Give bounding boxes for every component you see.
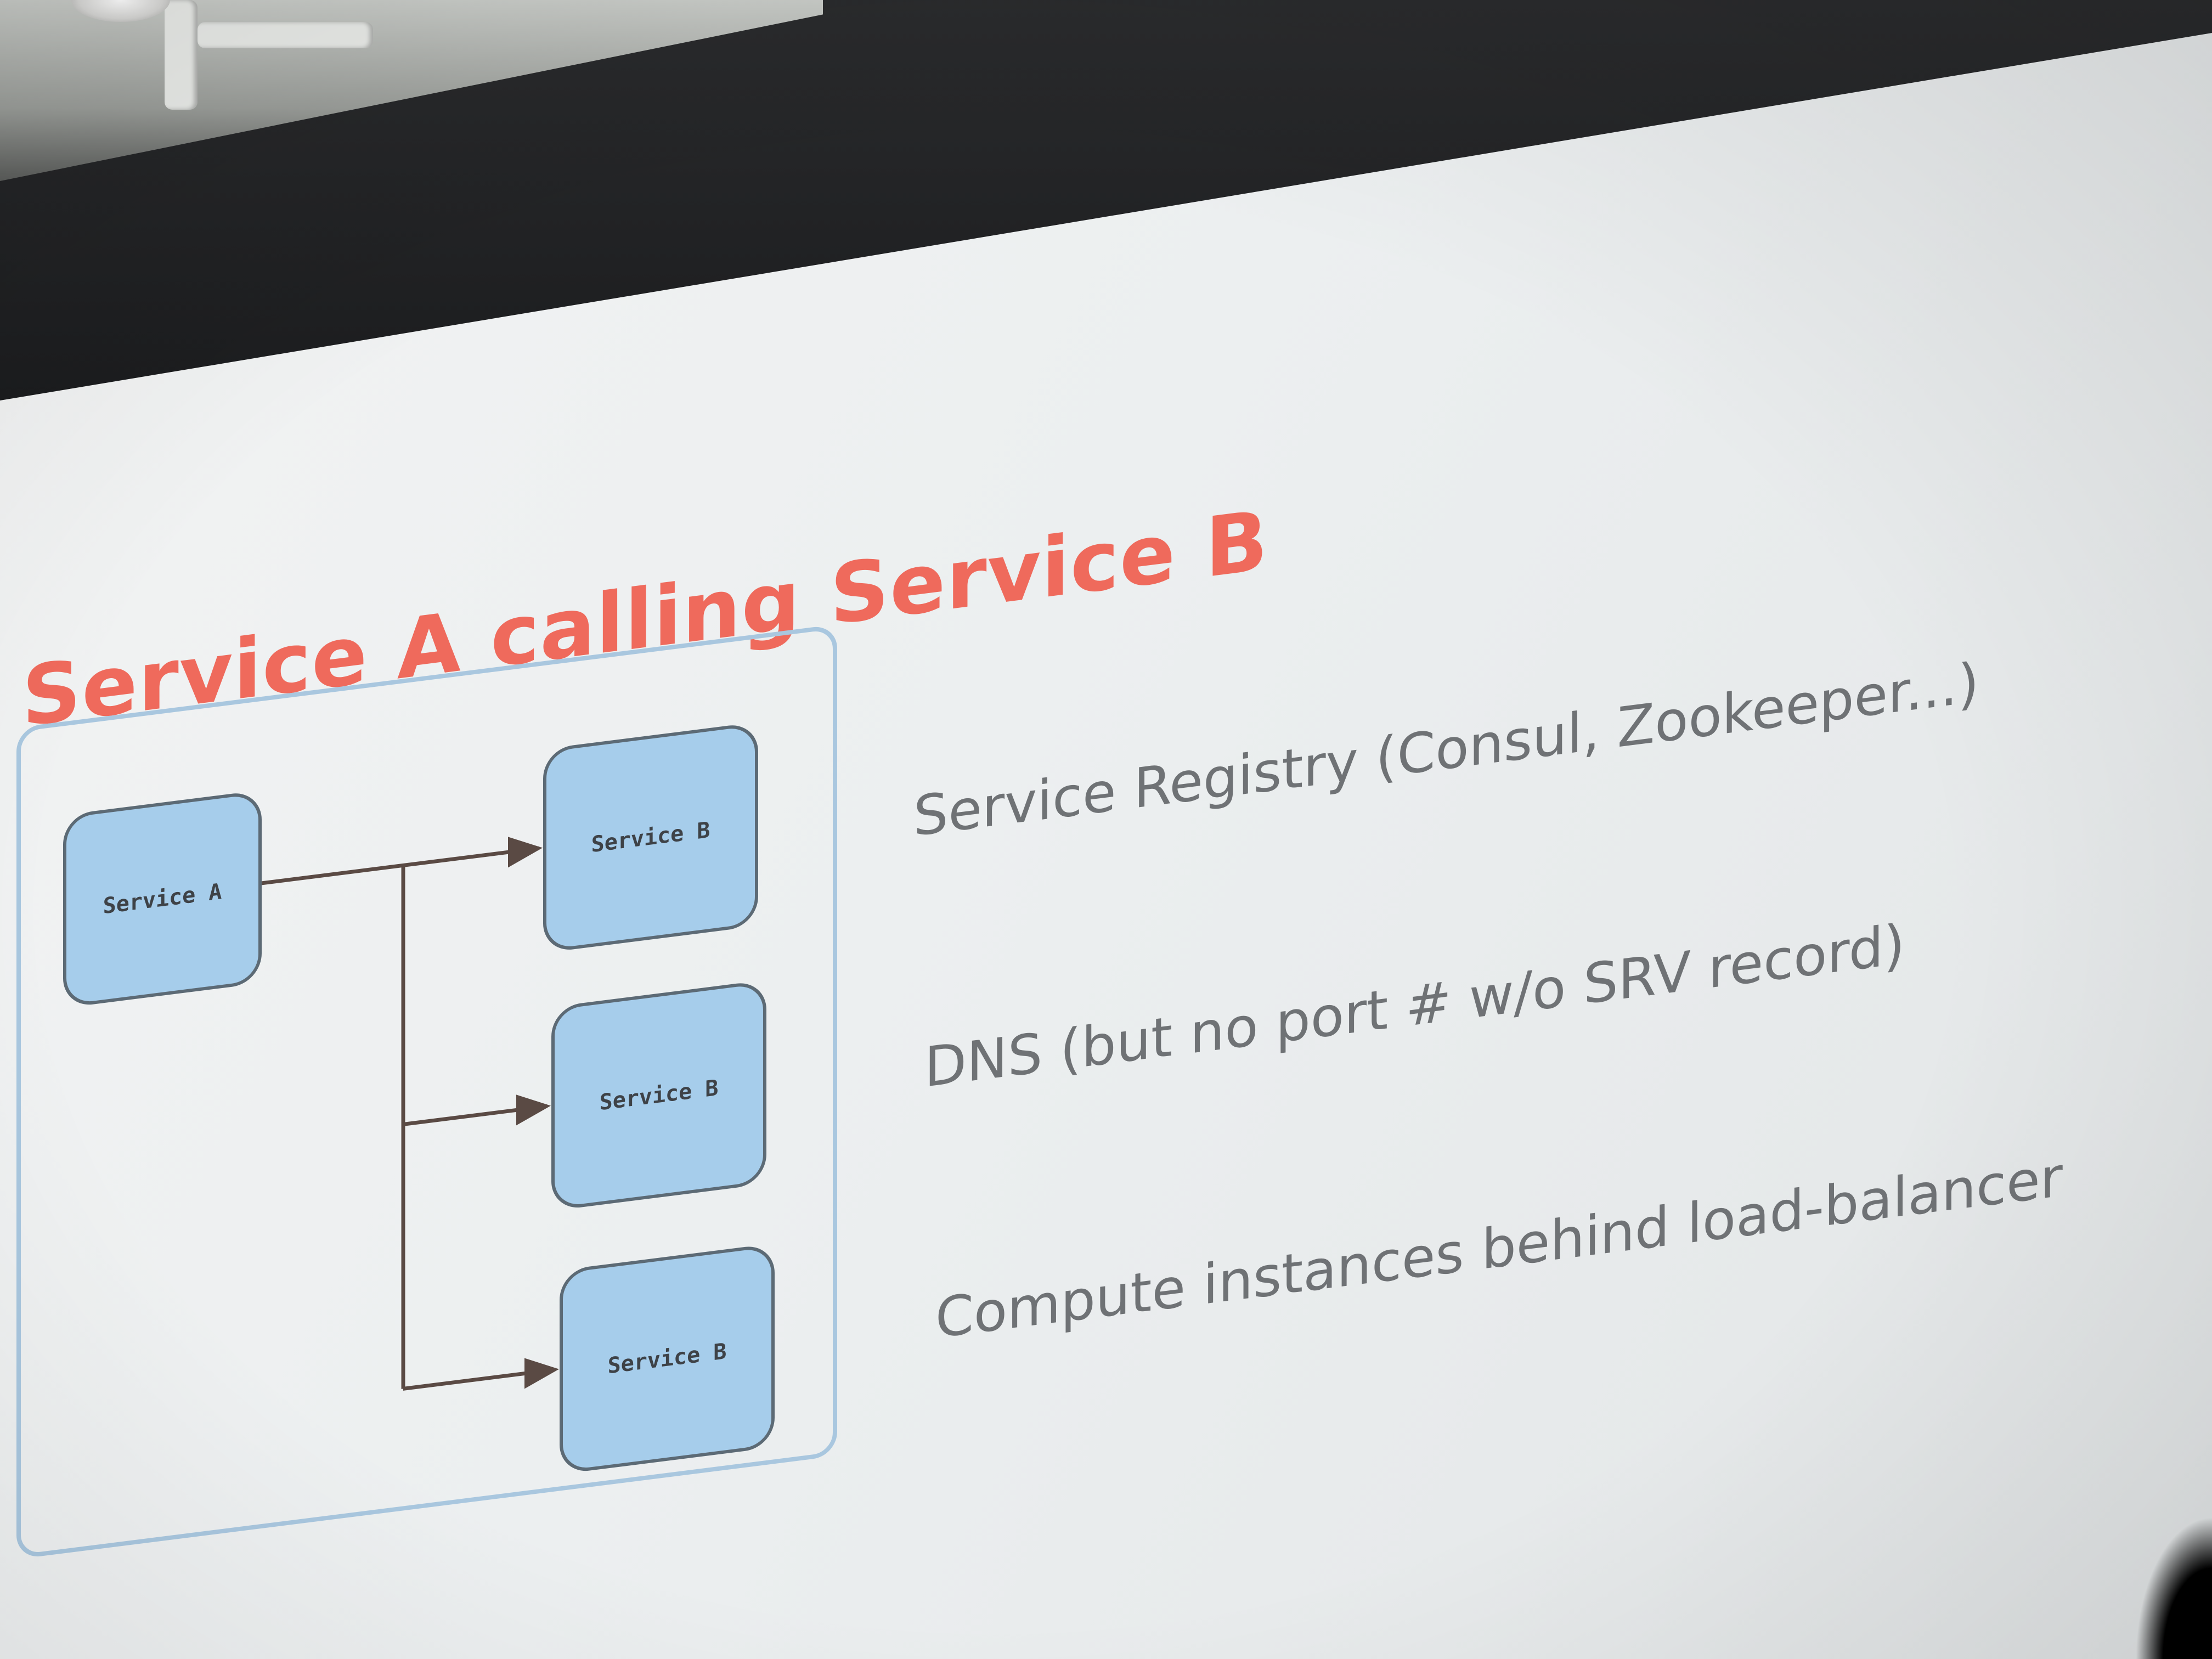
ceiling-pipe	[165, 0, 198, 110]
ceiling-pipe	[198, 22, 373, 48]
arrow-to-service-b-3	[403, 1358, 559, 1391]
connector-trunk	[255, 863, 403, 886]
audience-silhouette	[2135, 1516, 2212, 1659]
arrow-to-service-b-1	[403, 837, 543, 868]
room-ceiling	[0, 0, 823, 181]
service-b-node: Service B	[551, 979, 766, 1211]
service-b-node: Service B	[560, 1243, 775, 1475]
service-b-label: Service B	[607, 1339, 727, 1379]
arrow-to-service-b-2	[403, 1094, 551, 1126]
service-b-node: Service B	[543, 721, 758, 953]
service-b-label: Service B	[599, 1075, 719, 1116]
service-a-node: Service A	[63, 789, 262, 1008]
service-a-label: Service A	[103, 879, 222, 919]
service-b-label: Service B	[591, 817, 710, 858]
